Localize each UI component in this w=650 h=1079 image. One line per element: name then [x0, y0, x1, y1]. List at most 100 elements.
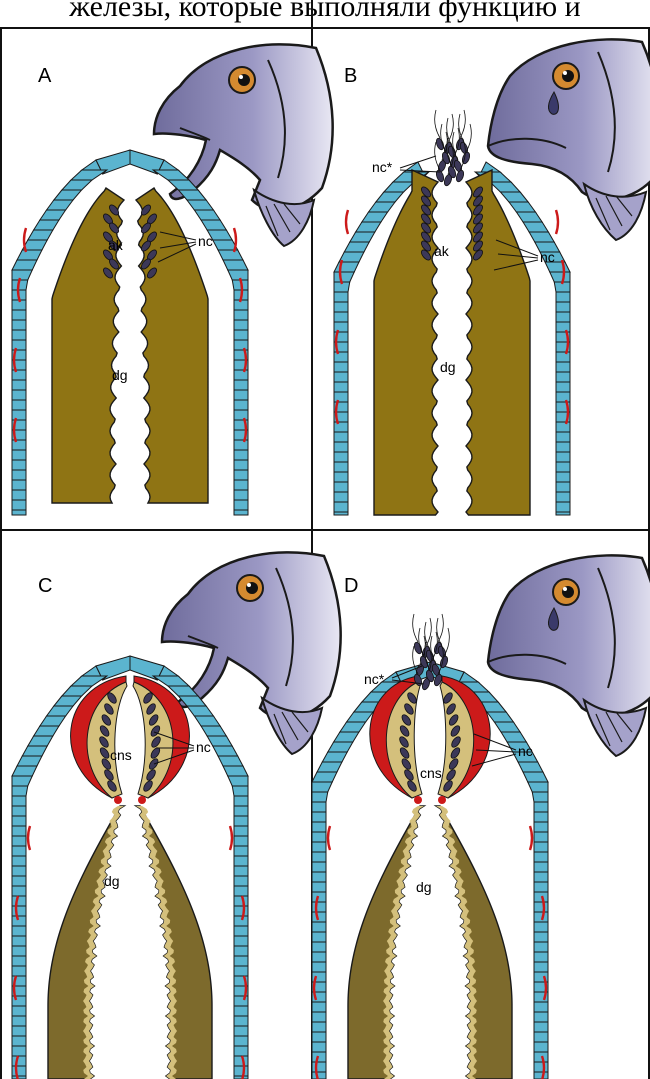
epidermis-cell	[218, 756, 243, 766]
epidermis-cell	[509, 202, 535, 212]
epidermis-cell	[47, 200, 73, 210]
epidermis-cell	[12, 1016, 26, 1026]
epidermis-cell	[234, 906, 248, 916]
epidermis-cell	[487, 712, 513, 722]
epidermis-cell	[334, 732, 359, 742]
epidermis-cell	[312, 832, 326, 842]
muscle-fiber	[530, 826, 532, 850]
epidermis-cell	[350, 232, 375, 242]
epidermis-cell	[534, 852, 548, 862]
epidermis	[334, 162, 570, 515]
epidermis-cell	[12, 916, 26, 926]
epidermis-cell	[334, 292, 348, 302]
epidermis-cell	[234, 1066, 248, 1076]
epidermis-cell	[312, 1062, 326, 1072]
epidermis-cell	[34, 726, 59, 736]
epidermis-cell	[234, 856, 248, 866]
epidermis-cell	[213, 746, 238, 756]
epidermis-cell	[234, 956, 248, 966]
epidermis-cell	[534, 1042, 548, 1052]
epidermis-cell	[234, 1046, 248, 1056]
epidermis-cell	[12, 1066, 26, 1076]
epidermis-cell	[534, 1032, 548, 1042]
epidermis-cell	[12, 500, 26, 510]
epidermis-cell	[312, 1042, 326, 1052]
epidermis-cell	[234, 966, 248, 976]
epidermis-cell	[12, 906, 26, 916]
epidermis-cell	[201, 220, 226, 230]
epidermis-cell	[556, 372, 570, 382]
epidermis-cell	[334, 322, 348, 332]
panel-b: B nc* ak nc dg	[334, 39, 650, 515]
epidermis-cell	[234, 310, 248, 320]
epidermis-cell	[12, 390, 26, 400]
sphincter	[414, 796, 422, 804]
epidermis-cell	[550, 272, 570, 282]
muscle-fiber	[230, 826, 232, 850]
epidermis-cell	[12, 310, 26, 320]
epidermis-cell	[312, 782, 332, 792]
epidermis-cell	[234, 390, 248, 400]
epidermis-cell	[556, 302, 570, 312]
epidermis-cell	[232, 786, 248, 796]
epidermis-cell	[534, 882, 548, 892]
epidermis-cell	[556, 312, 570, 322]
epidermis-cell	[234, 826, 248, 836]
epidermis-cell	[234, 876, 248, 886]
panel-letter: A	[38, 65, 52, 87]
epidermis-cell	[312, 792, 328, 802]
epidermis-cell	[534, 922, 548, 932]
epidermis-cell	[534, 802, 548, 812]
label-ak: ak	[108, 237, 124, 253]
epidermis-cell	[312, 902, 326, 912]
epidermis-cell	[534, 932, 548, 942]
epidermis-cell	[22, 746, 47, 756]
panel-c: C cns nc dg	[12, 552, 341, 1079]
epidermis-cell	[312, 812, 326, 822]
epidermis-cell	[490, 182, 520, 192]
panel-d: D nc* cns nc dg	[312, 555, 650, 1079]
epidermis-cell	[516, 212, 542, 222]
epidermis-cell	[556, 472, 570, 482]
epidermis-cell	[71, 170, 107, 180]
epidermis-cell	[234, 400, 248, 410]
epidermis-cell	[384, 182, 414, 192]
epidermis-cell	[12, 826, 26, 836]
epidermis-cell	[234, 886, 248, 896]
sphincter	[138, 796, 146, 804]
epidermis-cell	[500, 192, 528, 202]
epidermis-cell	[528, 782, 548, 792]
label-cns: cns	[420, 765, 442, 781]
epidermis-cell	[12, 510, 26, 515]
epidermis-cell	[347, 712, 373, 722]
label-ak: ak	[434, 243, 450, 259]
epidermis-cell	[17, 250, 42, 260]
epidermis-cell	[556, 502, 570, 512]
epidermis-cell	[234, 866, 248, 876]
label-nc: nc	[196, 739, 211, 755]
epidermis-cell	[532, 792, 548, 802]
epidermis-cell	[556, 422, 570, 432]
epidermis-cell	[234, 410, 248, 420]
epidermis-cell	[12, 886, 26, 896]
epidermis-cell	[523, 772, 548, 782]
epidermis-cell	[534, 842, 548, 852]
epidermis-cell	[334, 392, 348, 402]
epidermis-cell	[54, 696, 82, 706]
epidermis-cell	[234, 796, 248, 806]
epidermis-cell	[12, 776, 32, 786]
epidermis-cell	[534, 962, 548, 972]
epidermis-cell	[194, 210, 220, 220]
epidermis-cell	[312, 1032, 326, 1042]
epidermis-cell	[234, 470, 248, 480]
label-dg: dg	[440, 359, 456, 375]
epidermis-cell	[556, 492, 570, 502]
label-cns: cns	[110, 747, 132, 763]
epidermis-cell	[312, 912, 326, 922]
epidermis-cell	[12, 786, 28, 796]
epidermis-cell	[187, 706, 213, 716]
epidermis-cell	[12, 470, 26, 480]
epidermis-cell	[312, 852, 326, 862]
epidermis-cell	[234, 836, 248, 846]
epidermis-cell	[12, 460, 26, 470]
